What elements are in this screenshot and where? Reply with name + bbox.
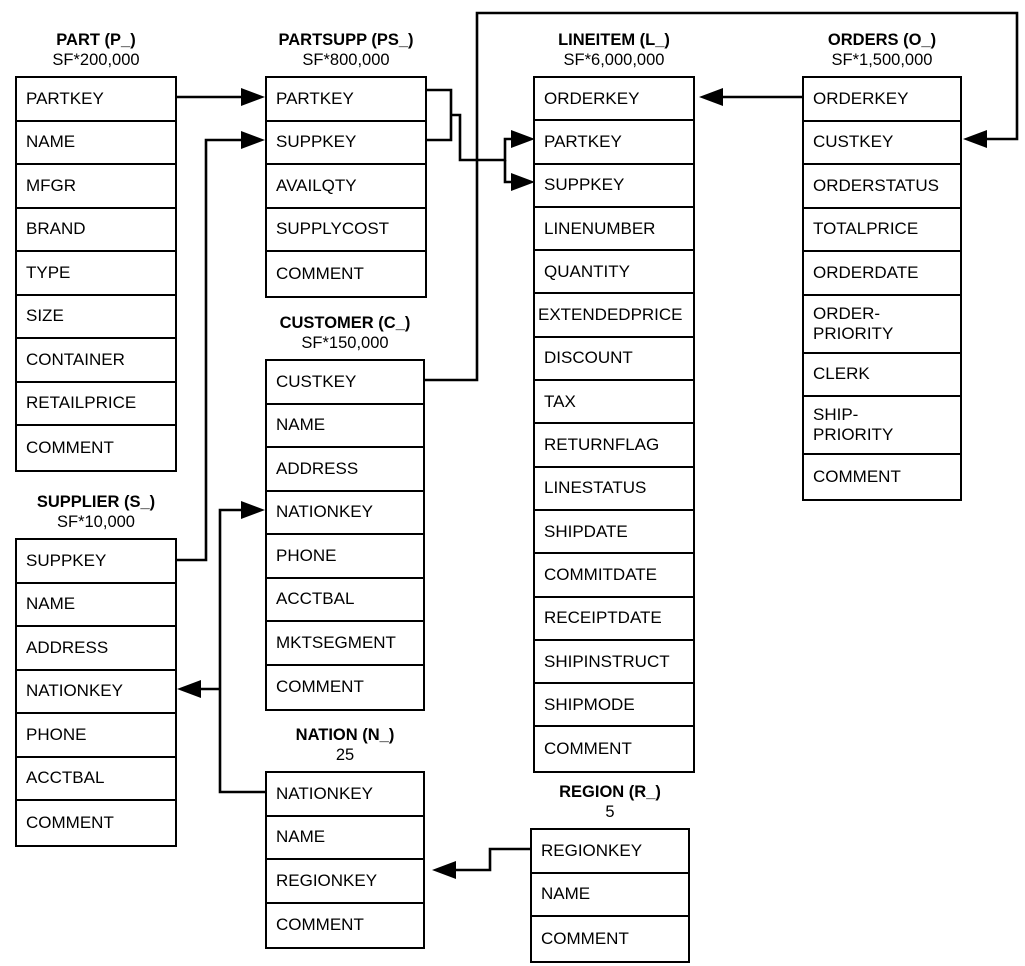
table-part[interactable]: PART (P_) SF*200,000 [15,30,177,70]
field-partsupp-availqty[interactable]: AVAILQTY [267,165,425,209]
table-supplier-box: SUPPKEY NAME ADDRESS NATIONKEY PHONE ACC… [15,538,177,847]
field-supplier-phone[interactable]: PHONE [17,714,175,758]
table-lineitem-cardinality: SF*6,000,000 [563,51,665,69]
field-orders-orderdate[interactable]: ORDERDATE [804,252,960,296]
field-part-partkey[interactable]: PARTKEY [17,78,175,122]
field-part-brand[interactable]: BRAND [17,209,175,252]
table-orders-title: ORDERS (O_) [827,31,937,49]
field-lineitem-discount[interactable]: DISCOUNT [535,338,693,382]
table-nation-cardinality: 25 [335,746,355,764]
field-orders-comment[interactable]: COMMENT [813,466,901,486]
table-orders-box: ORDERKEY CUSTKEY ORDERSTATUS TOTALPRICE … [802,76,962,501]
field-region-comment[interactable]: COMMENT [541,928,629,948]
table-region-title: REGION (R_) [559,783,661,801]
table-nation-title: NATION (N_) [295,726,395,744]
field-part-size[interactable]: SIZE [17,296,175,339]
table-customer-title: CUSTOMER (C_) [279,314,411,332]
field-orders-custkey[interactable]: CUSTKEY [804,122,960,165]
field-customer-phone[interactable]: PHONE [267,535,423,579]
table-partsupp[interactable]: PARTSUPP (PS_) SF*800,000 [255,30,437,70]
connector-part-partkey-to-partsupp-partkey [177,88,265,106]
field-part-name[interactable]: NAME [17,122,175,165]
field-partsupp-suppkey[interactable]: SUPPKEY [267,122,425,165]
table-customer-box: CUSTKEY NAME ADDRESS NATIONKEY PHONE ACC… [265,359,425,711]
field-supplier-nationkey[interactable]: NATIONKEY [17,671,175,714]
field-lineitem-tax[interactable]: TAX [535,381,693,425]
field-orders-shippriority[interactable]: SHIP- PRIORITY [804,397,960,455]
table-region-box: REGIONKEY NAME COMMENT [530,828,690,963]
field-orders-orderkey[interactable]: ORDERKEY [804,78,960,122]
field-lineitem-shipdate[interactable]: SHIPDATE [535,511,693,555]
field-customer-address[interactable]: ADDRESS [267,448,423,492]
table-customer[interactable]: CUSTOMER (C_) SF*150,000 [255,313,435,353]
connector-orders-orderkey-to-lineitem-orderkey [699,88,802,106]
field-part-comment[interactable]: COMMENT [26,437,114,457]
field-lineitem-suppkey[interactable]: SUPPKEY [535,165,693,208]
field-part-type[interactable]: TYPE [17,252,175,296]
field-lineitem-commitdate[interactable]: COMMITDATE [535,554,693,598]
table-lineitem-box: ORDERKEY PARTKEY SUPPKEY LINENUMBER QUAN… [533,76,695,773]
connector-supplier-suppkey-to-partsupp-suppkey [177,131,265,562]
field-nation-nationkey[interactable]: NATIONKEY [267,773,423,817]
field-supplier-comment[interactable]: COMMENT [26,812,114,832]
field-lineitem-comment[interactable]: COMMENT [544,739,632,759]
table-supplier[interactable]: SUPPLIER (S_) SF*10,000 [5,492,187,532]
table-orders-cardinality: SF*1,500,000 [831,51,933,69]
table-nation[interactable]: NATION (N_) 25 [255,725,435,765]
field-lineitem-shipmode[interactable]: SHIPMODE [535,684,693,728]
table-customer-cardinality: SF*150,000 [301,334,389,352]
table-region[interactable]: REGION (R_) 5 [520,782,700,822]
connector-partsupp-to-lineitem-keys [427,88,535,191]
table-orders[interactable]: ORDERS (O_) SF*1,500,000 [792,30,972,70]
field-supplier-acctbal[interactable]: ACCTBAL [17,758,175,801]
field-region-name[interactable]: NAME [532,874,688,917]
field-customer-name[interactable]: NAME [267,405,423,448]
field-lineitem-receiptdate[interactable]: RECEIPTDATE [535,598,693,641]
table-region-cardinality: 5 [605,803,615,821]
field-lineitem-shipinstruct[interactable]: SHIPINSTRUCT [535,641,693,685]
field-partsupp-partkey[interactable]: PARTKEY [267,78,425,122]
connector-region-regionkey-to-nation-regionkey [432,847,530,879]
field-customer-custkey[interactable]: CUSTKEY [267,361,423,405]
field-nation-comment[interactable]: COMMENT [276,915,364,935]
connector-nation-nationkey-to-customer-and-supplier [177,501,265,794]
table-partsupp-cardinality: SF*800,000 [302,51,390,69]
field-customer-comment[interactable]: COMMENT [276,677,364,697]
field-lineitem-linestatus[interactable]: LINESTATUS [535,468,693,511]
table-part-cardinality: SF*200,000 [52,51,140,69]
field-partsupp-supplycost[interactable]: SUPPLYCOST [267,209,425,252]
table-lineitem[interactable]: LINEITEM (L_) SF*6,000,000 [523,30,705,70]
table-part-title: PART (P_) [56,31,136,49]
field-orders-orderstatus[interactable]: ORDERSTATUS [804,165,960,209]
table-partsupp-box: PARTKEY SUPPKEY AVAILQTY SUPPLYCOST COMM… [265,76,427,298]
table-lineitem-title: LINEITEM (L_) [558,31,670,49]
field-orders-totalprice[interactable]: TOTALPRICE [804,209,960,252]
table-part-box: PARTKEY NAME MFGR BRAND TYPE SIZE CONTAI… [15,76,177,472]
field-customer-nationkey[interactable]: NATIONKEY [267,492,423,535]
field-nation-regionkey[interactable]: REGIONKEY [267,860,423,904]
field-lineitem-orderkey[interactable]: ORDERKEY [535,78,693,122]
field-lineitem-linenumber[interactable]: LINENUMBER [535,208,693,252]
field-customer-acctbal[interactable]: ACCTBAL [267,579,423,622]
field-supplier-suppkey[interactable]: SUPPKEY [17,540,175,584]
table-supplier-title: SUPPLIER (S_) [36,493,156,511]
field-partsupp-comment[interactable]: COMMENT [276,263,364,283]
field-part-container[interactable]: CONTAINER [17,339,175,383]
table-partsupp-title: PARTSUPP (PS_) [278,31,414,49]
field-orders-clerk[interactable]: CLERK [804,354,960,397]
field-part-retailprice[interactable]: RETAILPRICE [17,383,175,426]
table-nation-box: NATIONKEY NAME REGIONKEY COMMENT [265,771,425,949]
field-lineitem-quantity[interactable]: QUANTITY [535,251,693,295]
table-supplier-cardinality: SF*10,000 [57,513,135,531]
field-lineitem-partkey[interactable]: PARTKEY [535,121,693,165]
field-supplier-name[interactable]: NAME [17,584,175,627]
field-customer-mktsegment[interactable]: MKTSEGMENT [267,622,423,666]
field-region-regionkey[interactable]: REGIONKEY [532,830,688,874]
field-supplier-address[interactable]: ADDRESS [17,627,175,671]
field-nation-name[interactable]: NAME [267,817,423,860]
field-lineitem-returnflag[interactable]: RETURNFLAG [535,424,693,468]
field-part-mfgr[interactable]: MFGR [17,165,175,209]
field-orders-orderpriority[interactable]: ORDER- PRIORITY [804,296,960,354]
field-lineitem-extendedprice[interactable]: EXTENDEDPRICE [535,294,693,338]
